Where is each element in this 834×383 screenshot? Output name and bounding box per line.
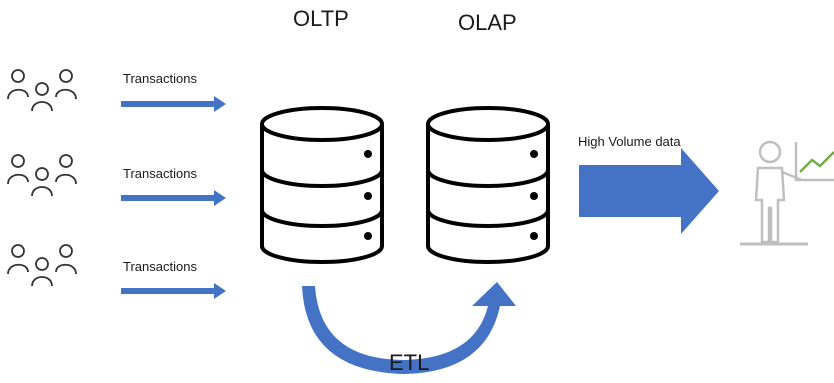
olap-database-icon bbox=[426, 106, 550, 264]
transactions-label: Transactions bbox=[123, 166, 197, 181]
transaction-arrow bbox=[121, 190, 226, 206]
olap-label: OLAP bbox=[458, 10, 517, 35]
user-group-icon bbox=[7, 154, 77, 197]
user-group-icon bbox=[7, 69, 77, 112]
transaction-arrow bbox=[121, 96, 226, 112]
transactions-label: Transactions bbox=[123, 71, 197, 86]
oltp-database-icon bbox=[260, 106, 384, 264]
oltp-label: OLTP bbox=[293, 6, 349, 31]
transactions-label: Transactions bbox=[123, 259, 197, 274]
high-volume-label: High Volume data bbox=[578, 134, 681, 149]
high-volume-arrow bbox=[579, 148, 719, 234]
transaction-arrow bbox=[121, 283, 226, 299]
presenter-with-chart-icon bbox=[740, 140, 834, 246]
etl-arrow bbox=[302, 282, 516, 374]
user-group-icon bbox=[7, 244, 77, 287]
etl-label: ETL bbox=[389, 350, 430, 375]
